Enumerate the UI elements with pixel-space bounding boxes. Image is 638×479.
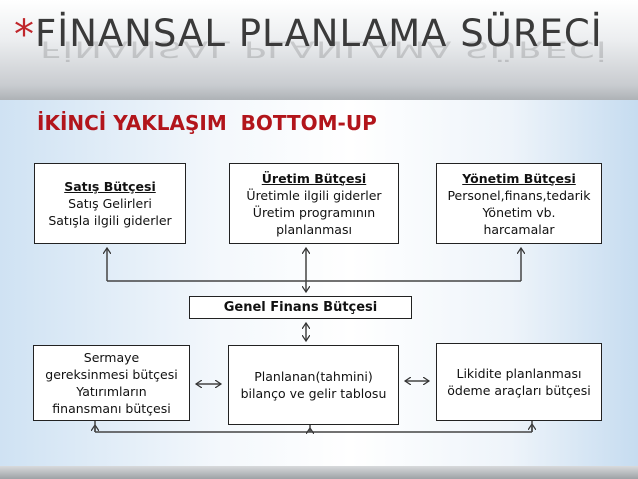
box-line: Yatırımların: [76, 384, 147, 399]
box-uretim-butcesi: Üretim Bütçesi Üretimle ilgili giderler …: [229, 163, 399, 244]
box-line: Satış Gelirleri: [68, 196, 152, 211]
box-line: finansmanı bütçesi: [52, 401, 171, 416]
box-line: gereksinmesi bütçesi: [45, 367, 178, 382]
asterisk: *: [14, 12, 35, 58]
box-line: Sermaye: [83, 350, 140, 365]
box-line: Satışla ilgili giderler: [48, 213, 172, 228]
box-line: harcamalar: [483, 221, 555, 237]
box-line: planlanması: [276, 221, 352, 237]
box-heading: Satış Bütçesi: [64, 179, 156, 194]
subtitle: İKİNCİ YAKLAŞIM BOTTOM-UP: [37, 111, 377, 135]
slide-title: *FİNANSAL PLANLAMA SÜRECİ: [14, 12, 603, 58]
box-line: Üretim programının: [252, 204, 376, 220]
box-line: Personel,finans,tedarik: [447, 187, 591, 203]
box-line: ödeme araçları bütçesi: [447, 383, 591, 398]
title-bar: [0, 0, 638, 100]
box-yonetim-butcesi: Yönetim Bütçesi Personel,finans,tedarik …: [436, 163, 602, 244]
box-line: Üretimle ilgili giderler: [246, 187, 382, 203]
box-heading: Üretim Bütçesi: [261, 170, 367, 186]
box-heading: Yönetim Bütçesi: [462, 170, 576, 186]
box-heading: Genel Finans Bütçesi: [223, 300, 378, 315]
box-line: Likidite planlanması: [456, 366, 582, 381]
box-sermaye-butcesi: Sermaye gereksinmesi bütçesi Yatırımları…: [33, 345, 190, 421]
box-line: bilanço ve gelir tablosu: [240, 386, 387, 401]
box-satis-butcesi: Satış Bütçesi Satış Gelirleri Satışla il…: [34, 163, 186, 244]
box-likidite-planlanmasi: Likidite planlanması ödeme araçları bütç…: [436, 343, 602, 421]
box-line: Yönetim vb.: [482, 204, 556, 220]
bottom-bar: [0, 466, 638, 479]
box-line: Planlanan(tahmini): [254, 369, 373, 384]
title-text: FİNANSAL PLANLAMA SÜRECİ: [35, 12, 603, 55]
box-planlanan-bilanco: Planlanan(tahmini) bilanço ve gelir tabl…: [228, 345, 399, 425]
box-genel-finans-butcesi: Genel Finans Bütçesi: [189, 296, 412, 319]
